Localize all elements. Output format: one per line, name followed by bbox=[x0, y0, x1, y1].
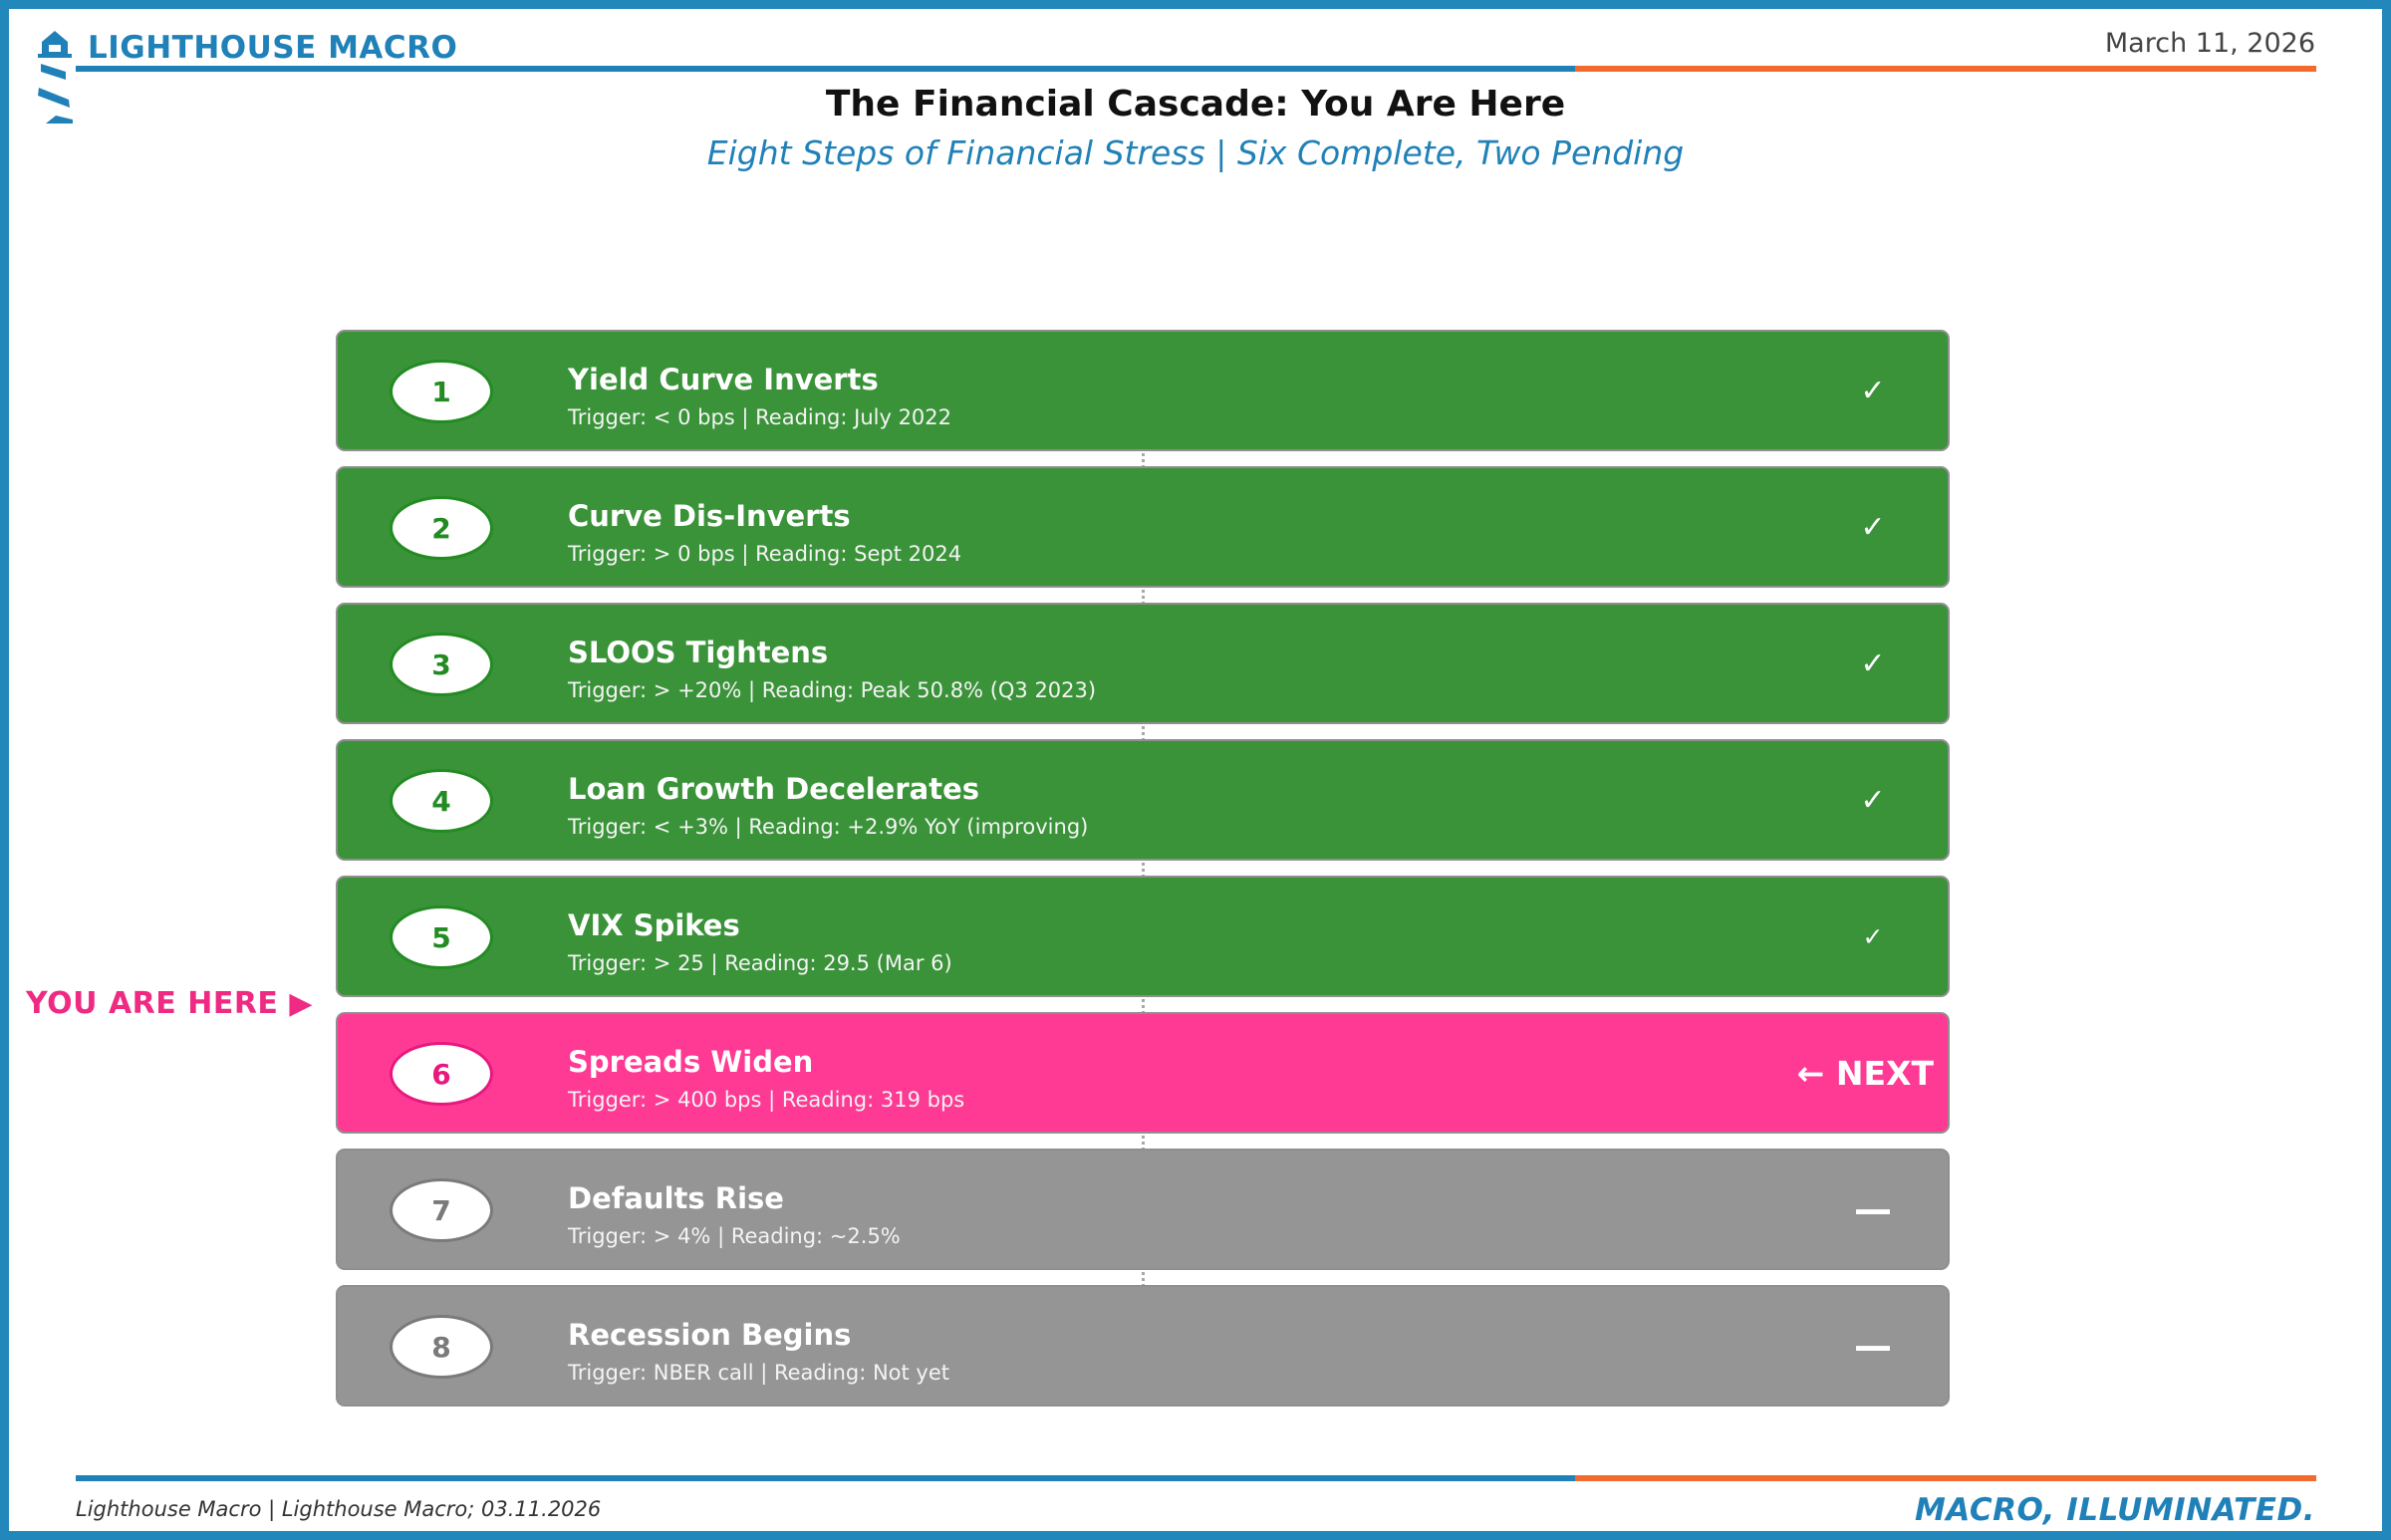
step-number-badge: 8 bbox=[390, 1315, 493, 1379]
step-number-badge: 5 bbox=[390, 905, 493, 969]
step-trigger-reading: Trigger: > 0 bps | Reading: Sept 2024 bbox=[568, 542, 962, 566]
step-trigger-reading: Trigger: < +3% | Reading: +2.9% YoY (imp… bbox=[568, 815, 1089, 839]
step-trigger-reading: Trigger: > 400 bps | Reading: 319 bps bbox=[568, 1088, 965, 1112]
report-date: March 11, 2026 bbox=[2104, 28, 2315, 59]
step-title: Defaults Rise bbox=[568, 1181, 784, 1215]
source-note: Lighthouse Macro | Lighthouse Macro; 03.… bbox=[76, 1497, 602, 1521]
tagline: MACRO, ILLUMINATED. bbox=[1915, 1492, 2315, 1528]
check-icon: ✓ bbox=[1860, 645, 1886, 681]
brand-name: LIGHTHOUSE MACRO bbox=[88, 30, 458, 66]
step-number-badge: 1 bbox=[390, 360, 493, 423]
chart-title: The Financial Cascade: You Are Here bbox=[825, 84, 1566, 125]
step-number-badge: 3 bbox=[390, 633, 493, 696]
cascade-step-2: 2 Curve Dis-Inverts Trigger: > 0 bps | R… bbox=[336, 466, 1950, 588]
step-trigger-reading: Trigger: > +20% | Reading: Peak 50.8% (Q… bbox=[568, 678, 1097, 702]
step-connector bbox=[1142, 1255, 1145, 1287]
step-title: Loan Growth Decelerates bbox=[568, 772, 980, 806]
cascade-step-7: 7 Defaults Rise Trigger: > 4% | Reading:… bbox=[336, 1149, 1950, 1270]
step-connector bbox=[1142, 709, 1145, 741]
cascade-step-1: 1 Yield Curve Inverts Trigger: < 0 bps |… bbox=[336, 330, 1950, 451]
step-connector bbox=[1142, 573, 1145, 605]
step-connector bbox=[1142, 846, 1145, 878]
step-connector bbox=[1142, 1119, 1145, 1151]
step-title: Recession Begins bbox=[568, 1318, 852, 1352]
check-icon: ✓ bbox=[1860, 373, 1886, 408]
dash-icon: — bbox=[1854, 1324, 1892, 1368]
step-title: VIX Spikes bbox=[568, 908, 740, 942]
step-connector bbox=[1142, 436, 1145, 468]
step-number-badge: 7 bbox=[390, 1178, 493, 1242]
step-trigger-reading: Trigger: < 0 bps | Reading: July 2022 bbox=[568, 405, 952, 429]
you-are-here-marker: YOU ARE HERE ▶ bbox=[26, 986, 313, 1021]
next-indicator: ← NEXT bbox=[1796, 1053, 1934, 1093]
dash-icon: — bbox=[1854, 1187, 1892, 1231]
step-title: Spreads Widen bbox=[568, 1045, 814, 1079]
check-icon: ✓ bbox=[1860, 509, 1886, 545]
step-trigger-reading: Trigger: > 25 | Reading: 29.5 (Mar 6) bbox=[568, 951, 952, 975]
cascade-step-5: 5 VIX Spikes Trigger: > 25 | Reading: 29… bbox=[336, 876, 1950, 997]
step-connector bbox=[1142, 982, 1145, 1014]
step-trigger-reading: Trigger: > 4% | Reading: ~2.5% bbox=[568, 1224, 901, 1248]
cascade-step-8: 8 Recession Begins Trigger: NBER call | … bbox=[336, 1285, 1950, 1407]
step-title: SLOOS Tightens bbox=[568, 636, 829, 669]
lighthouse-logo-icon bbox=[38, 31, 73, 124]
step-title: Yield Curve Inverts bbox=[568, 363, 879, 396]
header-rule-orange bbox=[1575, 66, 2316, 72]
step-trigger-reading: Trigger: NBER call | Reading: Not yet bbox=[568, 1361, 950, 1385]
chart-subtitle: Eight Steps of Financial Stress | Six Co… bbox=[706, 133, 1685, 172]
step-number-badge: 6 bbox=[390, 1042, 493, 1106]
check-icon: ✓ bbox=[1862, 921, 1884, 951]
step-number-badge: 4 bbox=[390, 769, 493, 833]
check-icon: ✓ bbox=[1860, 782, 1886, 818]
step-number-badge: 2 bbox=[390, 496, 493, 560]
cascade-step-6: 6 Spreads Widen Trigger: > 400 bps | Rea… bbox=[336, 1012, 1950, 1134]
footer-rule-blue bbox=[76, 1475, 1575, 1481]
step-title: Curve Dis-Inverts bbox=[568, 499, 851, 533]
cascade-step-4: 4 Loan Growth Decelerates Trigger: < +3%… bbox=[336, 739, 1950, 861]
footer-rule-orange bbox=[1575, 1475, 2316, 1481]
cascade-step-3: 3 SLOOS Tightens Trigger: > +20% | Readi… bbox=[336, 603, 1950, 724]
header-rule-blue bbox=[76, 66, 1575, 72]
